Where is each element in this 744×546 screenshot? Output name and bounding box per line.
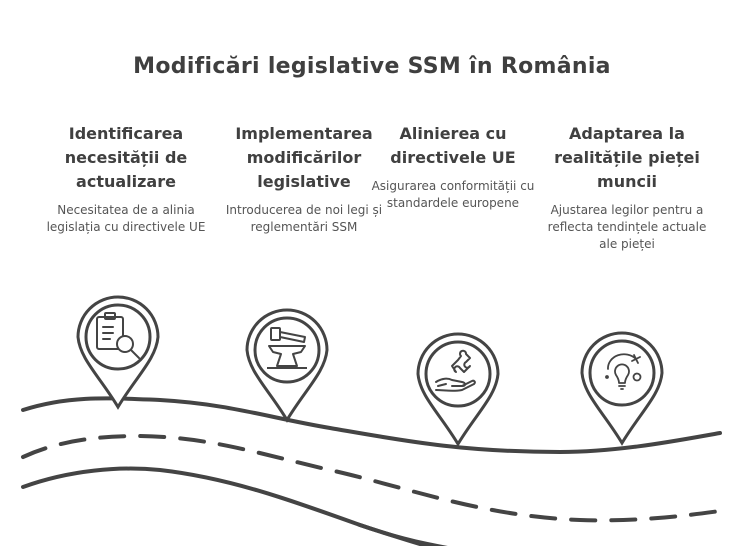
road-top-edge <box>21 396 722 454</box>
pin-3 <box>416 332 500 447</box>
step-2: Implementarea modificărilor legislative … <box>219 122 389 236</box>
step-3-description: Asigurarea conformității cu standardele … <box>371 179 535 210</box>
step-2-heading: Implementarea modificărilor legislative <box>235 124 373 191</box>
road-center-line <box>21 434 722 523</box>
step-1-description: Necesitatea de a alinia legislația cu di… <box>46 203 206 234</box>
diagram-title: Modificări legislative SSM în România <box>133 54 611 79</box>
step-3-heading: Alinierea cu directivele UE <box>390 124 516 167</box>
step-1: Identificarea necesității de actualizare… <box>41 122 211 236</box>
clipboard-search-icon <box>96 312 140 359</box>
lightbulb-orbit-icon <box>605 353 642 390</box>
pin-4 <box>580 331 664 446</box>
step-2-description: Introducerea de noi legi și reglementări… <box>225 203 383 234</box>
road-bottom-edge <box>21 466 448 546</box>
step-3: Alinierea cu directivele UE Asigurarea c… <box>368 122 538 212</box>
pin-1 <box>76 295 160 410</box>
step-4-heading: Adaptarea la realitățile pieței muncii <box>554 124 700 191</box>
pin-2 <box>245 308 329 423</box>
step-4: Adaptarea la realitățile pieței muncii A… <box>542 122 712 253</box>
step-4-description: Ajustarea legilor pentru a reflecta tend… <box>547 203 707 251</box>
step-1-heading: Identificarea necesității de actualizare <box>64 124 188 191</box>
hammer-anvil-icon <box>267 327 307 369</box>
hand-puzzle-icon <box>435 349 476 392</box>
